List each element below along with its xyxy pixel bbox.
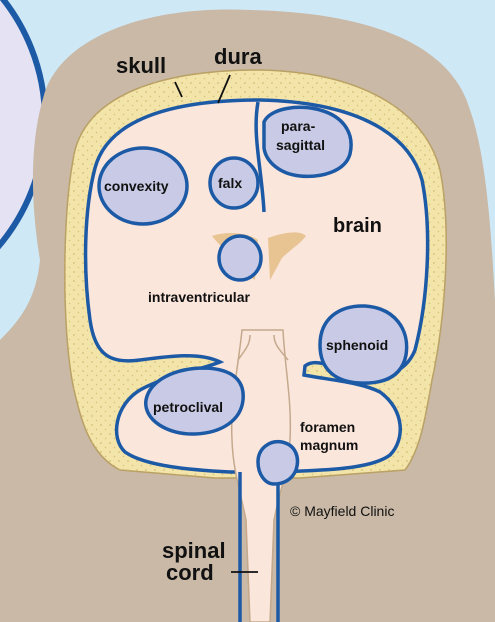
label-sphenoid: sphenoid: [326, 337, 388, 353]
tumor-intraventricular: [219, 236, 261, 280]
label-parasagittal-2: sagittal: [276, 137, 325, 153]
label-parasagittal-1: para-: [281, 118, 316, 134]
label-magnum: magnum: [300, 437, 358, 453]
tumor-foramen-magnum: [258, 442, 297, 484]
label-skull: skull: [116, 53, 166, 78]
label-cord: cord: [166, 560, 214, 585]
credit-mayfield-clinic: © Mayfield Clinic: [290, 503, 394, 519]
label-intraventricular: intraventricular: [148, 289, 250, 305]
label-foramen: foramen: [300, 419, 355, 435]
label-falx: falx: [218, 175, 242, 191]
label-petroclival: petroclival: [153, 399, 223, 415]
label-brain: brain: [333, 215, 382, 237]
label-dura: dura: [214, 44, 262, 69]
label-convexity: convexity: [104, 178, 169, 194]
